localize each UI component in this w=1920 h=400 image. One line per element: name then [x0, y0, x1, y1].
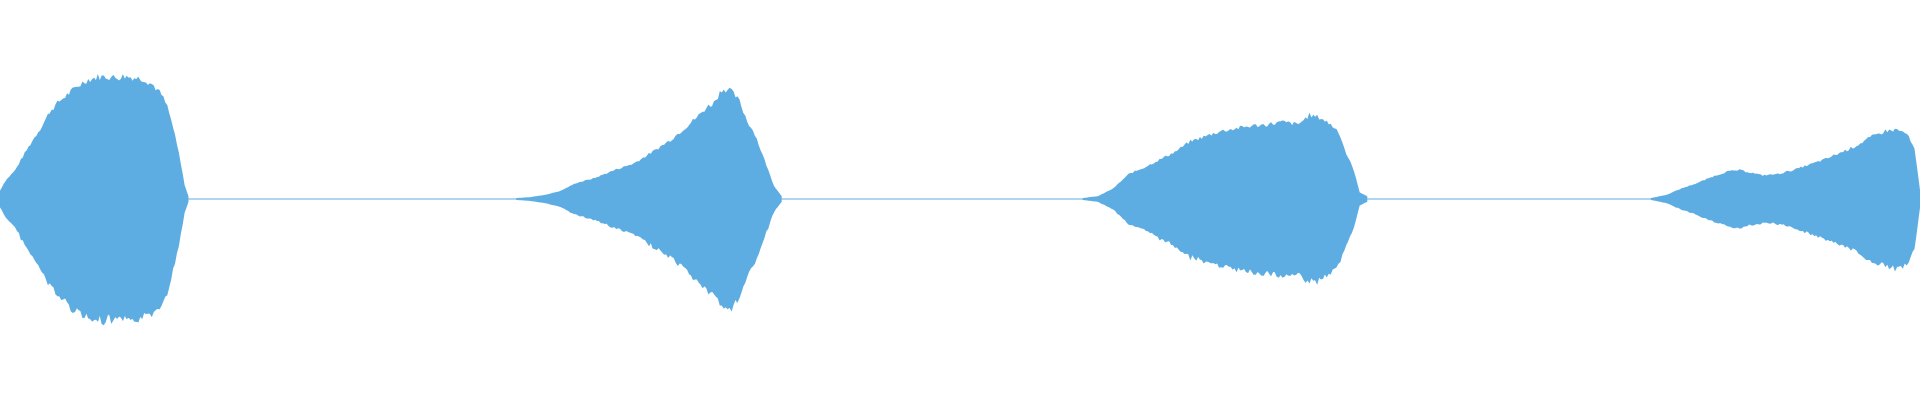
waveform-tone-2	[516, 87, 782, 312]
waveform-tone-3	[1082, 112, 1368, 285]
waveform-tone-4	[1650, 128, 1920, 272]
waveform-tone-1	[0, 74, 189, 326]
waveform-segments	[0, 74, 1920, 326]
